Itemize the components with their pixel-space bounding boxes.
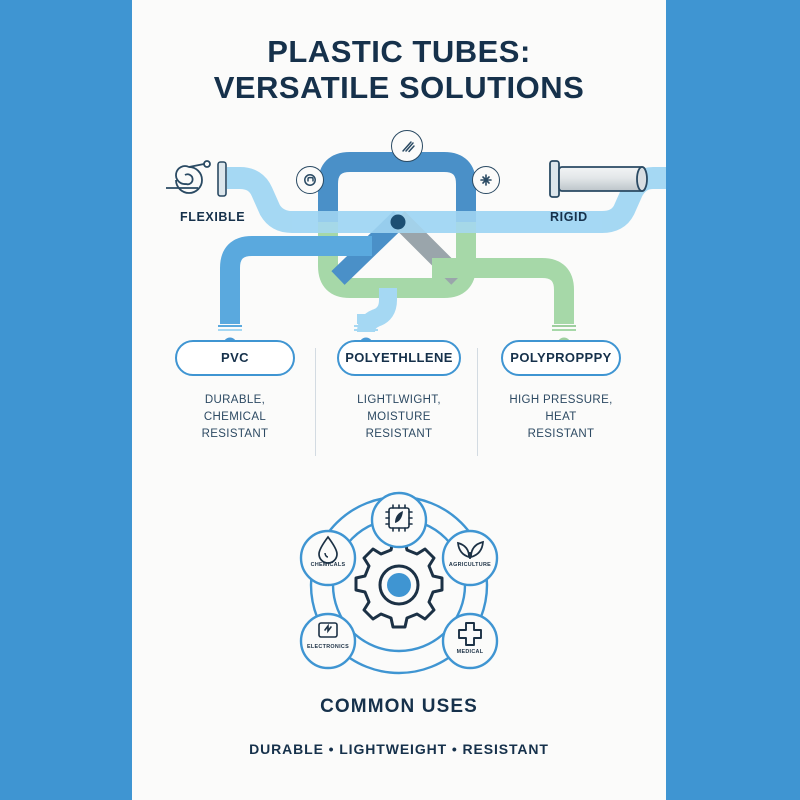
materials-row: PVC DURABLE, CHEMICAL RESISTANT POLYETHL… bbox=[132, 340, 666, 460]
wheel-node-microchip bbox=[370, 491, 428, 549]
pipe-hub-dot bbox=[390, 214, 406, 230]
wheel-label-electronics: ELECTRONICS bbox=[307, 644, 349, 650]
wheel-node-chemicals: CHEMICALS bbox=[299, 529, 357, 587]
material-desc-polypropylene: HIGH PRESSURE, HEAT RESISTANT bbox=[509, 394, 613, 441]
rigid-pipe-icon bbox=[549, 160, 648, 198]
flexible-end-cap bbox=[217, 161, 227, 197]
common-uses-wheel: AGRICULTURE MEDICAL bbox=[132, 488, 666, 683]
wheel-label-medical: MEDICAL bbox=[457, 649, 484, 655]
material-card-polyethylene[interactable]: POLYETHLLENE LIGHTLWIGHT, MOISTURE RESIS… bbox=[319, 340, 479, 443]
wheel-node-medical: MEDICAL bbox=[441, 612, 499, 670]
pipe-end-caps bbox=[218, 325, 576, 331]
coiled-hose-icon bbox=[166, 160, 211, 194]
materials-divider-1 bbox=[315, 348, 316, 456]
footer-tagline: DURABLE • LIGHTWEIGHT • RESISTANT bbox=[249, 741, 549, 757]
wheel-node-electronics: ELECTRONICS bbox=[299, 612, 357, 670]
pipe-layers-icon bbox=[391, 130, 423, 162]
pipe-branch-pvc bbox=[220, 236, 372, 324]
poster-panel: PLASTIC TUBES: VERSATILE SOLUTIONS bbox=[132, 0, 666, 800]
material-pill-polypropylene[interactable]: POLYPROPPPY bbox=[501, 340, 621, 376]
material-card-pvc[interactable]: PVC DURABLE, CHEMICAL RESISTANT bbox=[155, 340, 315, 443]
pipe-junction-icon bbox=[472, 166, 500, 194]
pipe-bend-icon bbox=[296, 166, 324, 194]
pipe-branch-polypropylene bbox=[432, 258, 574, 324]
material-pill-pvc[interactable]: PVC bbox=[175, 340, 295, 376]
material-desc-polyethylene: LIGHTLWIGHT, MOISTURE RESISTANT bbox=[357, 394, 441, 441]
material-desc-pvc: DURABLE, CHEMICAL RESISTANT bbox=[201, 394, 269, 441]
material-pill-polyethylene[interactable]: POLYETHLLENE bbox=[337, 340, 461, 376]
pipe-flow-diagram: FLEXIBLE RIGID bbox=[132, 118, 666, 353]
uses-wheel-svg: AGRICULTURE MEDICAL bbox=[299, 491, 499, 675]
pipe-routes-svg bbox=[166, 152, 666, 351]
page-title-line2: VERSATILE SOLUTIONS bbox=[213, 70, 585, 105]
materials-divider-2 bbox=[477, 348, 478, 456]
wheel-label-agriculture: AGRICULTURE bbox=[449, 562, 491, 568]
gear-icon bbox=[354, 539, 444, 629]
pipe-hub-upper-blue bbox=[318, 152, 476, 222]
gear-center-dot bbox=[387, 573, 411, 597]
common-uses-heading: COMMON USES bbox=[320, 696, 478, 717]
wheel-node-agriculture: AGRICULTURE bbox=[441, 529, 499, 587]
pipe-branch-polyethylene bbox=[357, 288, 397, 333]
wheel-label-chemicals: CHEMICALS bbox=[311, 562, 346, 568]
material-card-polypropylene[interactable]: POLYPROPPPY HIGH PRESSURE, HEAT RESISTAN… bbox=[481, 340, 641, 443]
flow-label-rigid: RIGID bbox=[550, 210, 588, 224]
page-title-line1: PLASTIC TUBES: bbox=[267, 34, 531, 69]
flow-label-flexible: FLEXIBLE bbox=[180, 210, 246, 224]
